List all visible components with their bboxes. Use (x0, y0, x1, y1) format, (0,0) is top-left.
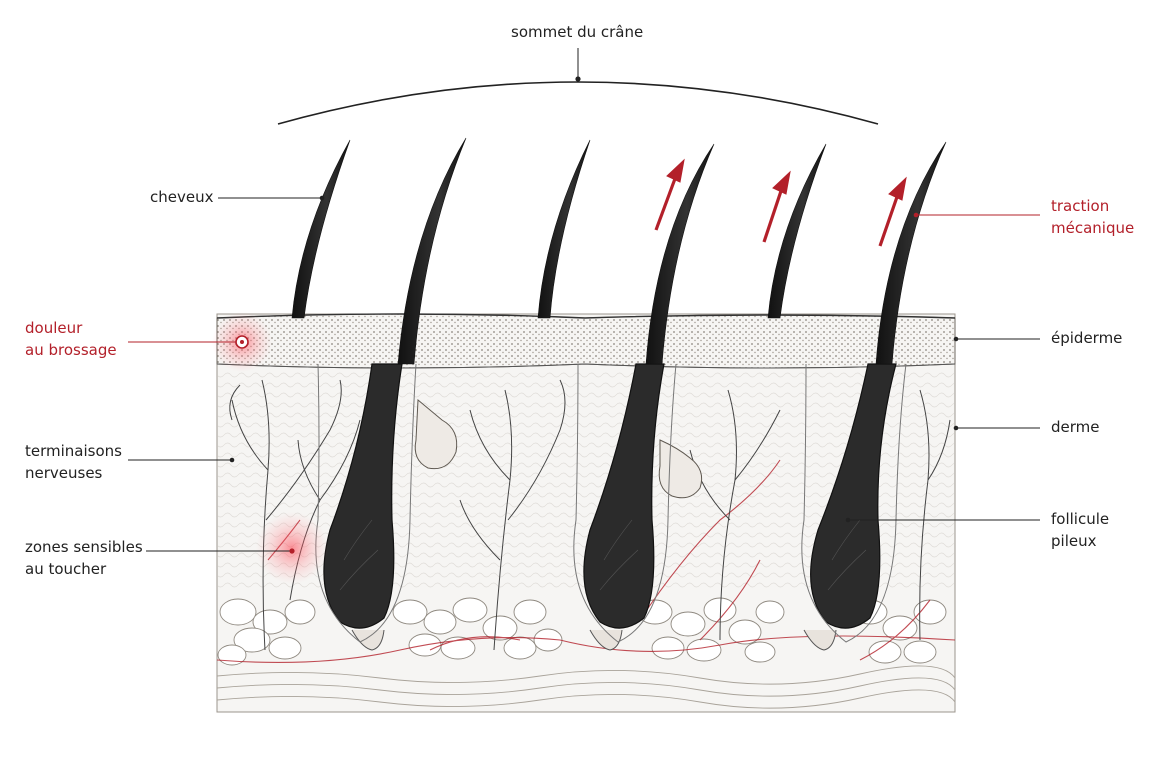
label-pain-line2: au brossage (25, 341, 117, 359)
label-pain-brushing: douleur au brossage (25, 317, 117, 361)
epidermis-surface (216, 313, 956, 319)
label-dermis: derme (1051, 418, 1100, 436)
label-pain-line1: douleur (25, 319, 83, 337)
leader-lines (128, 195, 1040, 554)
label-epidermis: épiderme (1051, 329, 1123, 347)
fat-layer (217, 597, 947, 666)
label-nerves-line1: terminaisons (25, 442, 122, 460)
label-nerves-line2: nerveuses (25, 464, 103, 482)
pain-point-icon (235, 335, 249, 349)
hair-follicle-3 (801, 363, 907, 651)
hair-follicle-1 (315, 363, 417, 651)
subcutaneous-fibers (216, 665, 956, 709)
label-follicle-line2: pileux (1051, 532, 1097, 550)
epidermis-band (216, 313, 956, 369)
label-sensitive-line1: zones sensibles (25, 538, 143, 556)
label-mechanical-traction: traction mécanique (1051, 195, 1134, 239)
sensitive-zone-glow (256, 512, 328, 584)
label-sensitive-line2: au toucher (25, 560, 107, 578)
hair-shafts (291, 137, 947, 365)
label-hair: cheveux (150, 188, 214, 206)
label-hair-follicle: follicule pileux (1051, 508, 1109, 552)
skull-arc (277, 81, 879, 125)
hair-follicle-2 (573, 363, 677, 651)
label-follicle-line1: follicule (1051, 510, 1110, 528)
epidermis-base (216, 363, 956, 369)
label-skull-top: sommet du crâne (511, 23, 644, 41)
traction-arrow-icon (654, 158, 907, 247)
label-nerve-endings: terminaisons nerveuses (25, 440, 122, 484)
label-traction-line2: mécanique (1051, 219, 1135, 237)
label-traction-line1: traction (1051, 197, 1110, 215)
follicle-hatching (339, 519, 867, 591)
label-sensitive-zones: zones sensibles au toucher (25, 536, 143, 580)
skull-leader-dot (575, 76, 581, 82)
